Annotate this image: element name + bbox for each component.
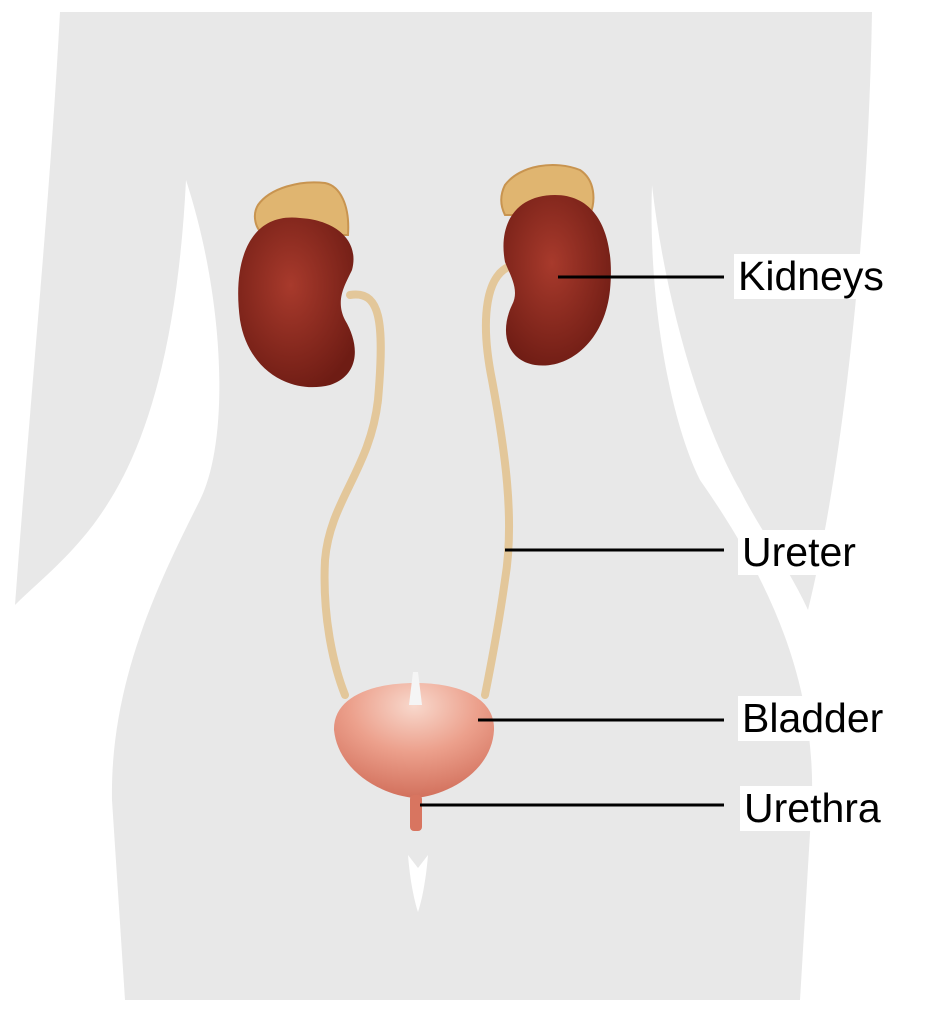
crotch-notch	[408, 855, 428, 912]
bladder	[333, 683, 495, 798]
right-ureter	[481, 261, 519, 699]
bladder-apex	[409, 672, 422, 705]
left-ureter	[320, 290, 385, 699]
urethra-label: Urethra	[740, 786, 885, 831]
left-kidney	[238, 217, 355, 388]
urethra	[410, 795, 422, 831]
body-silhouette	[15, 12, 872, 1000]
ureter-label: Ureter	[738, 530, 860, 575]
right-kidney	[503, 195, 611, 366]
bladder-label: Bladder	[738, 696, 888, 741]
kidneys-label: Kidneys	[734, 254, 888, 299]
